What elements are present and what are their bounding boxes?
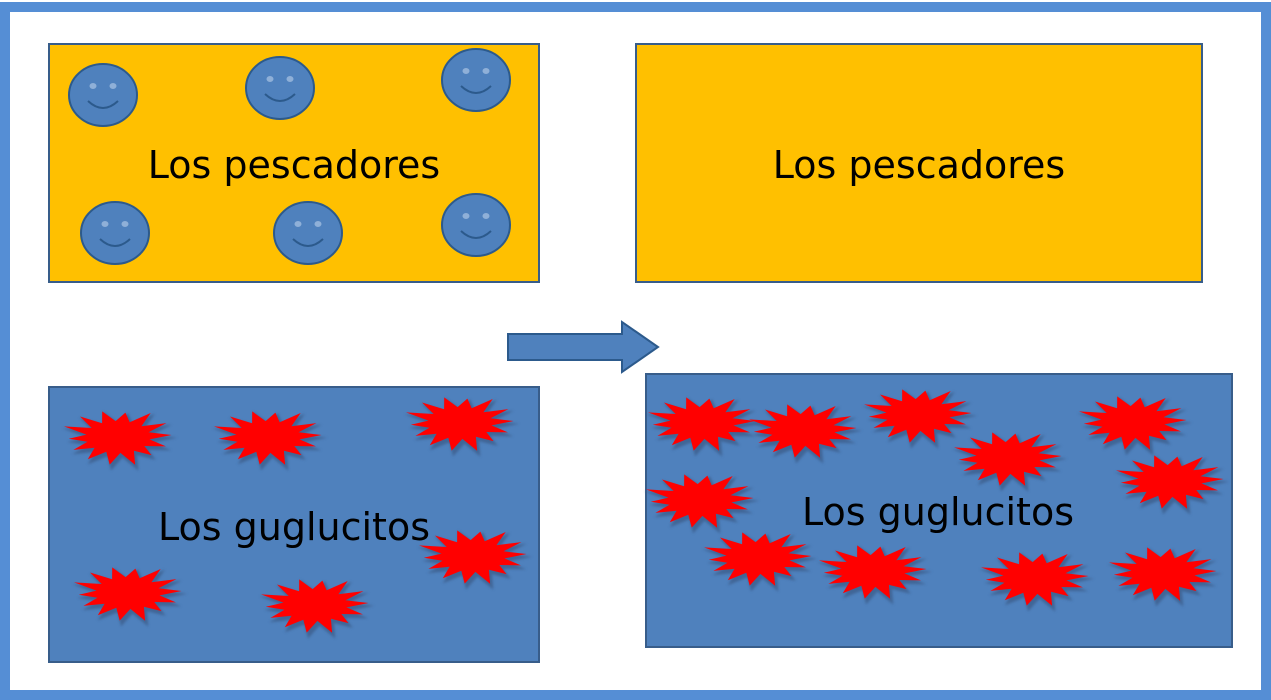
starburst-icon: [862, 389, 978, 449]
smiley-group: [68, 48, 511, 265]
panel-top-right-box: [635, 43, 1203, 283]
right-arrow-icon: [507, 320, 660, 374]
starburst-icon: [646, 397, 762, 457]
starburst-icon: [817, 545, 933, 605]
panel-top-right-label: Los pescadores: [773, 143, 1065, 187]
starburst-icon: [72, 567, 188, 627]
starburst-icon: [1114, 455, 1230, 515]
starburst-icon: [952, 432, 1068, 492]
smiley-icon: [245, 56, 315, 120]
panel-bottom-right-label: Los guglucitos: [802, 490, 1074, 534]
starburst-icon: [259, 579, 375, 639]
starburst-icon: [62, 411, 178, 471]
burst-group: [644, 389, 1230, 612]
starburst-icon: [212, 411, 328, 471]
panel-top-right: Los pescadores: [635, 43, 1203, 283]
starburst-icon: [1107, 547, 1223, 607]
panel-bottom-left: Los guglucitos: [48, 386, 540, 663]
smiley-icon: [80, 201, 150, 265]
smiley-icon: [441, 193, 511, 257]
starburst-icon: [702, 532, 818, 592]
starburst-icon: [644, 474, 760, 534]
burst-group: [62, 397, 533, 639]
starburst-icon: [417, 530, 533, 590]
panel-top-left-label: Los pescadores: [148, 143, 440, 187]
panel-bottom-left-label: Los guglucitos: [158, 505, 430, 549]
smiley-icon: [441, 48, 511, 112]
panel-bottom-right: Los guglucitos: [644, 373, 1233, 648]
starburst-icon: [747, 404, 863, 464]
starburst-icon: [979, 552, 1095, 612]
starburst-icon: [1077, 396, 1193, 456]
smiley-icon: [273, 201, 343, 265]
panel-top-left: Los pescadores: [48, 43, 540, 283]
smiley-icon: [68, 63, 138, 127]
starburst-icon: [404, 397, 520, 457]
